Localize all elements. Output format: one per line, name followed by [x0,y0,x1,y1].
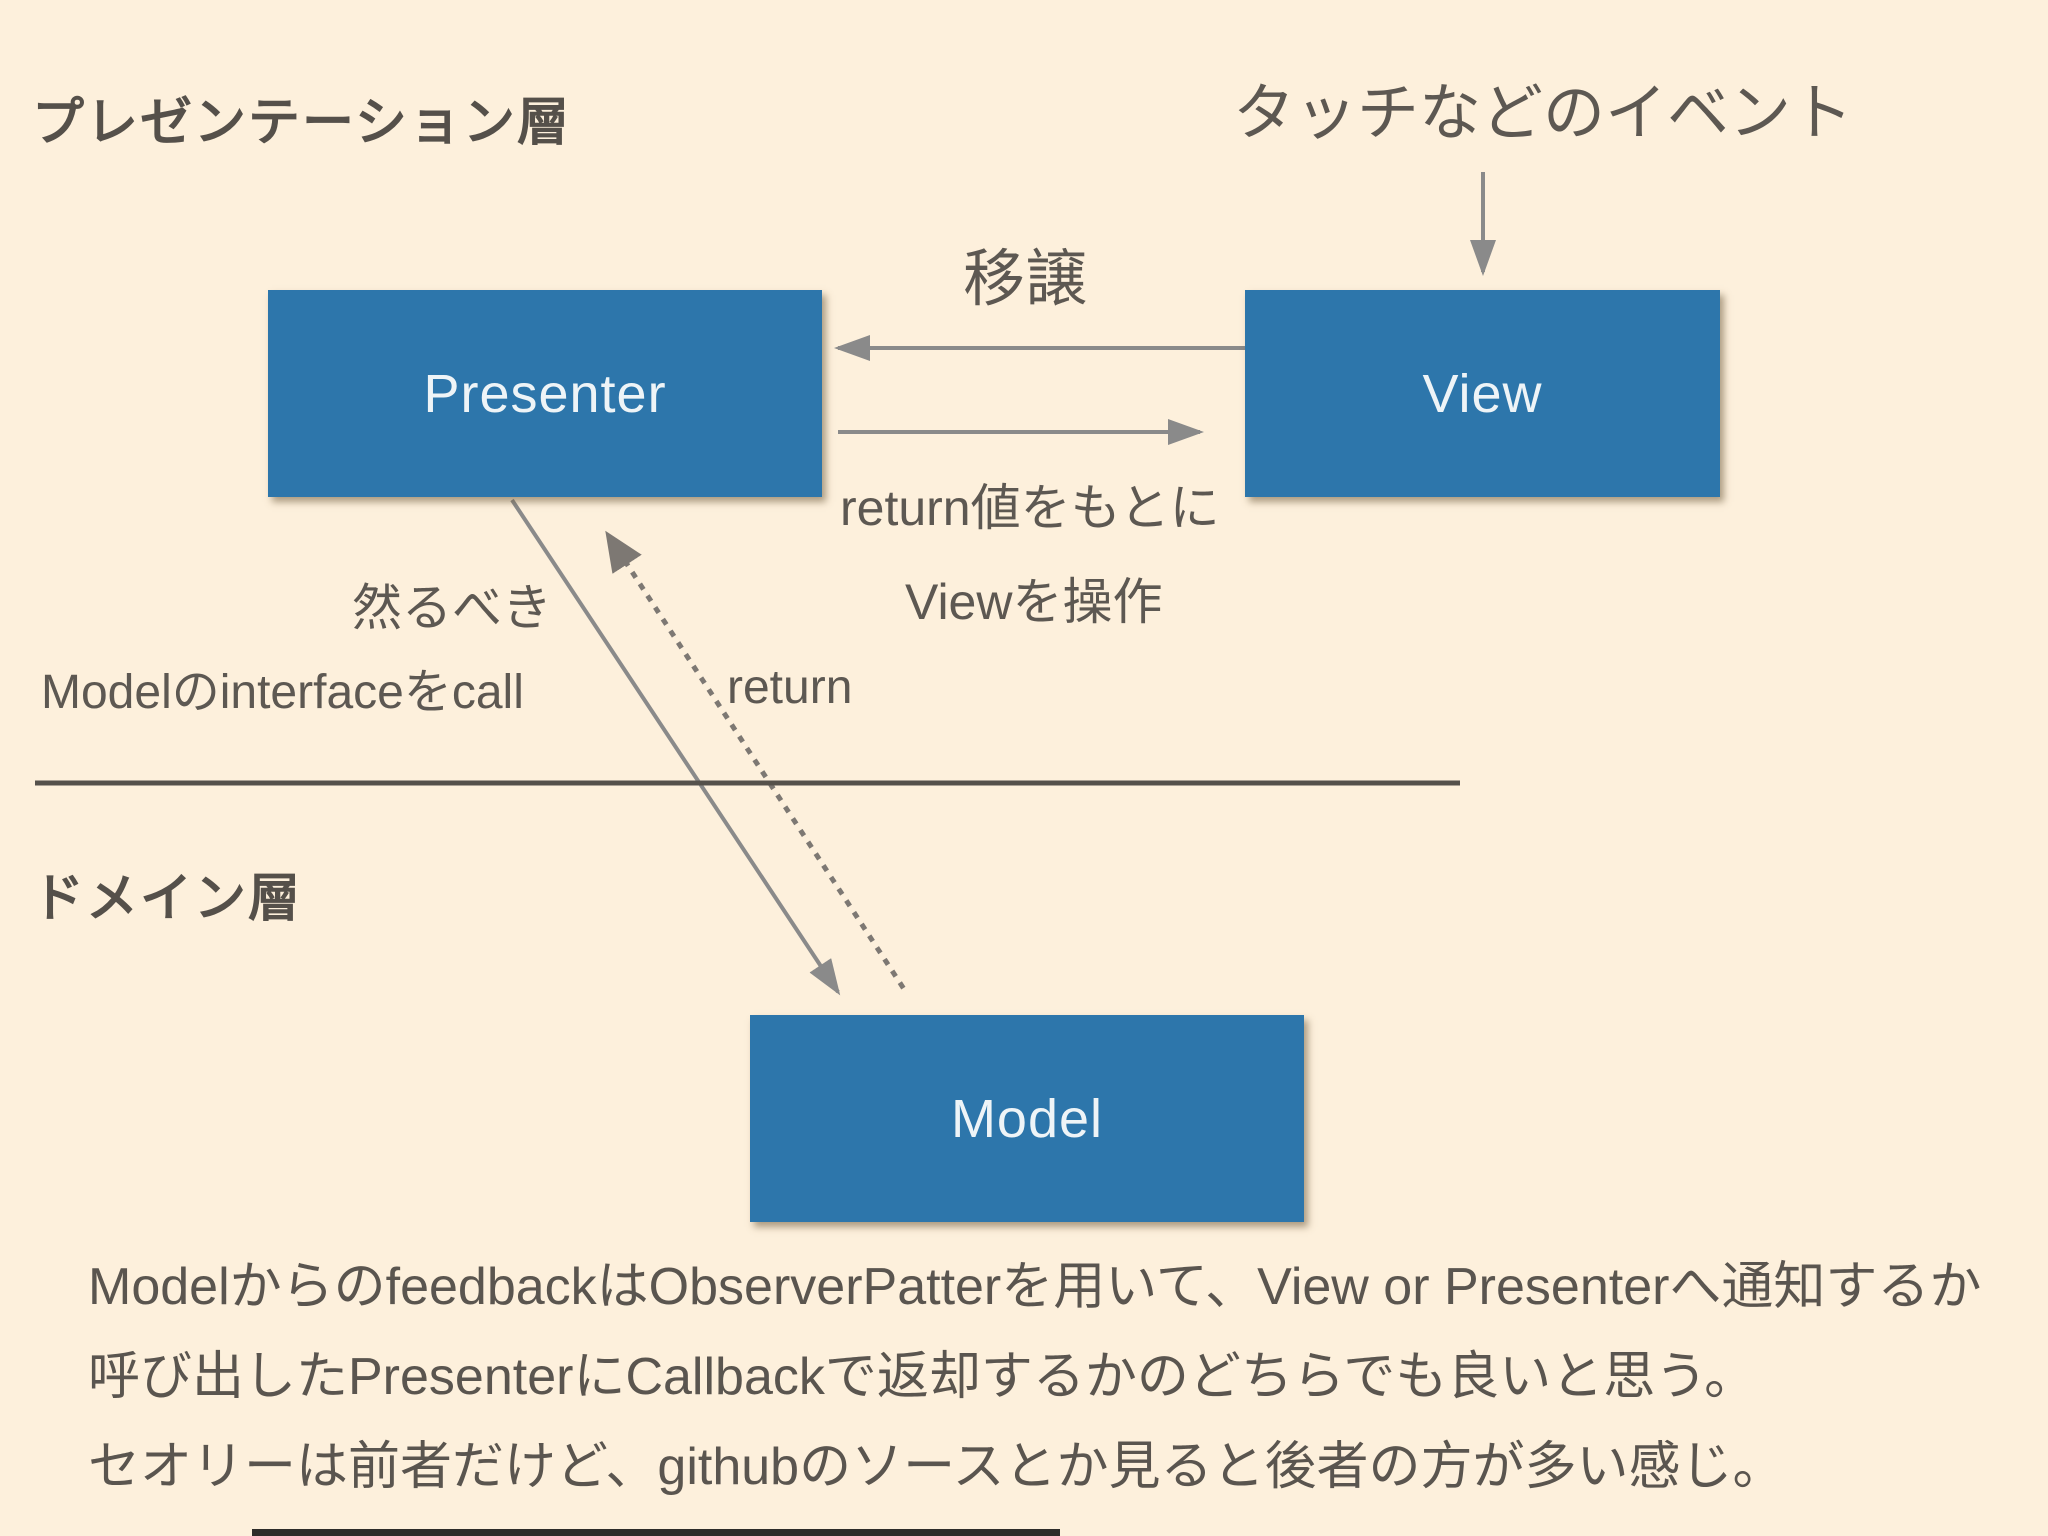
operate-view-label: Viewを操作 [905,574,1163,630]
view-label: View [1422,363,1543,424]
model-box: Model [750,1015,1304,1222]
model-label: Model [950,1088,1104,1149]
delegation-label: 移譲 [963,245,1088,314]
presenter-box: Presenter [268,290,822,497]
arrow-model-return-dotted [604,530,906,990]
note-line-3: セオリーは前者だけど、githubのソースとか見ると後者の方が多い感じ。 [88,1438,1785,1496]
presentation-layer-label: プレゼンテーション層 [32,94,571,152]
note-line-1: ModelからのfeedbackはObserverPatterを用いて、View… [88,1258,1982,1316]
bottom-edge-bar [252,1529,1060,1536]
model-interface-call-label: Modelのinterfaceをcall [41,666,524,719]
appropriate-label: 然るべき [352,580,552,636]
note-line-2: 呼び出したPresenterにCallbackで返却するかのどちらでも良いと思う… [88,1348,1757,1406]
return-label: return [727,661,853,714]
arrow-presenter-to-model [510,498,841,996]
notes: ModelからのfeedbackはObserverPatterを用いて、View… [88,1242,1981,1512]
return-value-based-label: return値をもとに [840,480,1220,536]
domain-layer-label: ドメイン層 [32,870,303,928]
touch-event-label: タッチなどのイベント [1233,79,1854,148]
presenter-label: Presenter [423,363,667,424]
view-box: View [1245,290,1720,497]
